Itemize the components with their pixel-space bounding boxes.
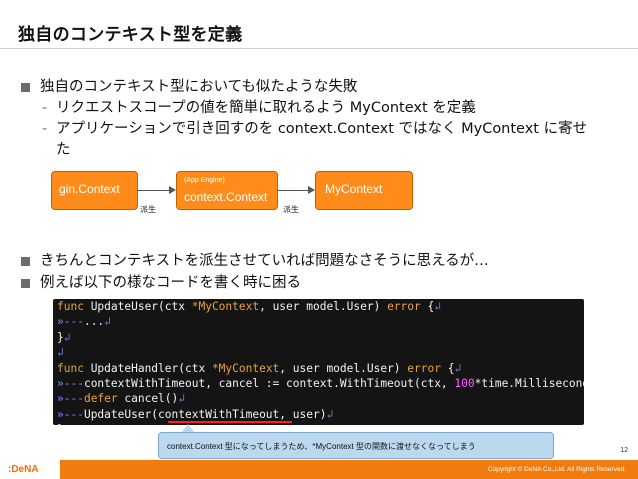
bullet-list-2: きちんとコンテキストを派生させていれば問題なさそうに思えるが… 例えば以下の様な… [18, 250, 628, 294]
bullet-square-icon [21, 83, 30, 92]
sub-bullet-text: リクエストスコープの値を簡単に取れるよう MyContext を定義 [56, 100, 476, 116]
bullet-square-icon [21, 279, 30, 288]
callout-note: context.Context 型になってしまうため、*MyContext 型の… [158, 432, 554, 459]
arrow-right-icon [169, 186, 176, 194]
footer-bar [60, 460, 638, 479]
bullet-list: 独自のコンテキスト型においても似たような失敗 - リクエストスコープの値を簡単に… [18, 76, 628, 161]
bullet-text: きちんとコンテキストを派生させていれば問題なさそうに思えるが… [40, 253, 489, 269]
bullet-square-icon [21, 257, 30, 266]
sub-bullet-text: た [56, 142, 71, 158]
slide-title: 独自のコンテキスト型を定義 [18, 25, 243, 45]
arrow-right-icon [308, 186, 315, 194]
sub-bullet-item: - リクエストスコープの値を簡単に取れるよう MyContext を定義 [18, 98, 628, 119]
mycontext-label: MyContext [325, 182, 383, 196]
code-line: »---defer cancel()↲ [57, 392, 186, 406]
sub-bullet-item: - アプリケーションで引き回すのを context.Context ではなく M… [18, 119, 628, 140]
bullet-item: 例えば以下の様なコードを書く時に困る [18, 272, 628, 294]
sub-bullet-text: アプリケーションで引き回すのを context.Context ではなく MyC… [56, 121, 588, 137]
copyright-text: Copyright © DeNA Co.,Ltd. All Rights Res… [487, 466, 626, 473]
code-line: »---contextWithTimeout, cancel := contex… [57, 376, 584, 390]
dash-icon: - [42, 100, 48, 116]
code-line: }↲ [57, 330, 71, 344]
code-line: func UpdateHandler(ctx *MyContext, user … [57, 361, 462, 375]
title-divider [0, 48, 638, 49]
code-line: »---UpdateUser(contextWithTimeout, user)… [57, 407, 334, 421]
arrow-1-line [137, 190, 171, 191]
dena-logo: :DeNA [8, 464, 39, 475]
code-line: ↲ [57, 346, 64, 360]
context-context-label: context.Context [184, 190, 268, 204]
bullet-item: 独自のコンテキスト型においても似たような失敗 [18, 76, 628, 98]
code-line: »---...↲ [57, 315, 111, 329]
app-engine-label: (App Engine) [184, 177, 225, 184]
code-line: }↲ [57, 422, 584, 425]
derive-label-2: 派生 [283, 205, 299, 214]
bullet-item: きちんとコンテキストを派生させていれば問題なさそうに思えるが… [18, 250, 628, 272]
sub-bullet-continuation: た [18, 140, 628, 161]
bullet-text: 独自のコンテキスト型においても似たような失敗 [40, 79, 358, 95]
gin-context-box: gin.Context [51, 171, 138, 210]
callout-pointer [182, 424, 194, 432]
dash-icon: - [42, 121, 48, 137]
page-number: 12 [620, 447, 628, 454]
arrow-2-line [277, 190, 310, 191]
app-engine-context-box: (App Engine) context.Context [176, 171, 278, 210]
gin-context-label: gin.Context [59, 182, 120, 196]
code-line: func UpdateUser(ctx *MyContext, user mod… [57, 300, 441, 313]
derive-label-1: 派生 [140, 205, 156, 214]
code-highlight-underline [168, 421, 292, 423]
code-block: func UpdateUser(ctx *MyContext, user mod… [53, 299, 584, 425]
mycontext-box: MyContext [315, 171, 413, 210]
bullet-text: 例えば以下の様なコードを書く時に困る [40, 275, 301, 291]
